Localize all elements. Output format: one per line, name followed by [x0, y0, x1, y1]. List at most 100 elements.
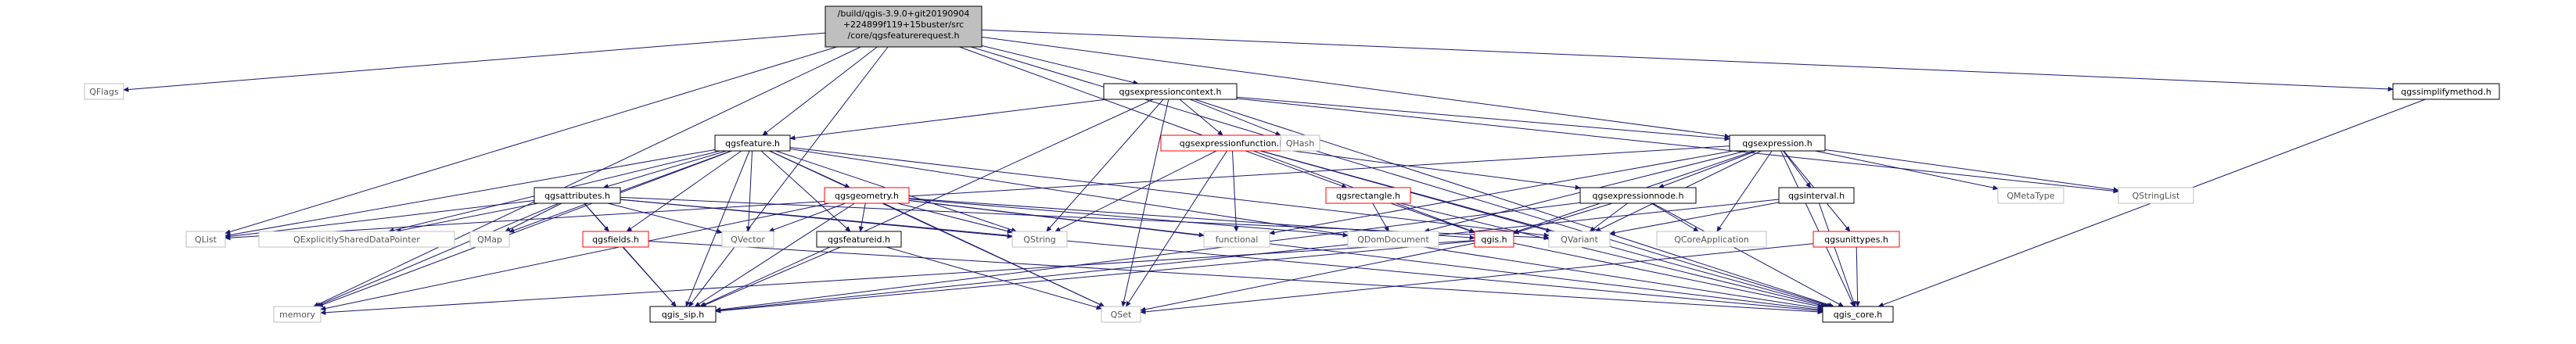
node-QExplicitlySharedDataPointer[interactable]: QExplicitlySharedDataPointer	[258, 231, 455, 248]
node-QVariant[interactable]: QVariant	[1548, 231, 1611, 248]
node-QCoreApplication[interactable]: QCoreApplication	[1656, 231, 1767, 248]
node-qgssimplifymethod[interactable]: qgssimplifymethod.h	[2392, 83, 2500, 100]
node-box	[1347, 231, 1439, 248]
node-QSet[interactable]: QSet	[1101, 306, 1141, 323]
node-label: QStringList	[2132, 191, 2180, 201]
node-label: QDomDocument	[1357, 235, 1429, 245]
node-label: qgsexpressioncontext.h	[1119, 87, 1222, 97]
node-label: QFlags	[89, 87, 119, 97]
node-QList[interactable]: QList	[185, 231, 226, 248]
edge-qgsexpressioncontext-to-qgsexpression	[1236, 96, 1730, 139]
edge-qgsfeature-to-QVector	[748, 150, 753, 231]
node-qgsfeature[interactable]: qgsfeature.h	[714, 134, 791, 152]
node-label: memory	[279, 310, 315, 320]
edge-root-to-qgssimplifymethod	[981, 29, 2393, 89]
node-qgsexpression[interactable]: qgsexpression.h	[1729, 134, 1826, 152]
edge-qgsexpressionfunction-to-qgsexpressionnode	[1292, 150, 1580, 188]
edge-qgsexpression-to-functional	[1270, 150, 1734, 234]
edge-qgsgeometry-to-QVector	[769, 202, 846, 231]
edge-qgsgeometry-to-qgis_core	[908, 199, 1823, 310]
node-QHash[interactable]: QHash	[1280, 134, 1320, 152]
edge-qgsinterval-to-QVariant	[1610, 202, 1780, 234]
node-label: QMap	[477, 235, 502, 245]
edge-qgsattributes-to-qgis_core	[620, 199, 1823, 311]
node-box	[1280, 134, 1320, 152]
node-qgsexpressioncontext[interactable]: qgsexpressioncontext.h	[1103, 83, 1238, 100]
edge-root-to-QList	[225, 46, 837, 233]
edge-root-to-qgsexpression	[981, 36, 1730, 137]
edge-qgsexpressionnode-to-qgis_sip	[716, 202, 1581, 310]
node-qgis[interactable]: qgis.h	[1474, 231, 1514, 248]
node-box	[1203, 231, 1270, 248]
edge-qgsexpression-to-QStringList	[1824, 149, 2118, 190]
node-label: qgis_sip.h	[662, 310, 705, 320]
node-label: qgsfeature.h	[725, 138, 780, 149]
node-label: qgssimplifymethod.h	[2401, 87, 2491, 97]
node-qgsrectangle[interactable]: qgsrectangle.h	[1325, 187, 1411, 204]
node-box	[1729, 134, 1826, 152]
node-QStringList[interactable]: QStringList	[2118, 187, 2194, 204]
node-QFlags[interactable]: QFlags	[84, 83, 124, 100]
node-box	[2392, 83, 2500, 100]
node-box	[1822, 306, 1894, 323]
node-label: qgsexpressionfunction.h	[1180, 138, 1284, 149]
node-QMap[interactable]: QMap	[469, 231, 510, 248]
node-label: QMetaType	[2007, 191, 2054, 201]
node-box	[1325, 187, 1411, 204]
node-box	[825, 5, 983, 48]
edge-qgsfeature-to-qgsattributes	[603, 150, 727, 188]
node-QString[interactable]: QString	[1011, 231, 1068, 248]
node-label: QList	[195, 235, 217, 245]
node-qgsinterval[interactable]: qgsinterval.h	[1778, 187, 1855, 204]
node-qgsgeometry[interactable]: qgsgeometry.h	[824, 187, 910, 204]
edge-qgsgeometry-to-qgis_sip	[695, 202, 855, 306]
node-QVector[interactable]: QVector	[721, 231, 774, 248]
node-qgsexpressionnode[interactable]: qgsexpressionnode.h	[1579, 187, 1697, 204]
node-memory[interactable]: memory	[273, 306, 322, 323]
node-qgsexpressionfunction[interactable]: qgsexpressionfunction.h	[1160, 134, 1304, 152]
node-label: qgis_core.h	[1834, 310, 1883, 320]
node-box	[1101, 306, 1141, 323]
node-box	[534, 187, 621, 204]
edge-qgsexpressioncontext-to-qgis_core	[1194, 99, 1834, 306]
edge-qgsattributes-to-memory	[316, 202, 559, 306]
node-qgsfields[interactable]: qgsfields.h	[582, 231, 649, 248]
edge-qgsrectangle-to-qgis	[1390, 202, 1475, 232]
edge-qgsfeature-to-QList	[225, 149, 716, 235]
node-box	[185, 231, 226, 248]
node-box	[1997, 187, 2064, 204]
node-QMetaType[interactable]: QMetaType	[1997, 187, 2064, 204]
node-box	[1656, 231, 1767, 248]
node-label: QSet	[1111, 310, 1132, 320]
node-label: QVector	[731, 235, 765, 245]
edge-root-to-QFlags	[124, 32, 826, 90]
node-label: /build/qgis-3.9.0+git20190904+224899f119…	[838, 9, 970, 41]
edge-qgsfeature-to-qgsfeatureid	[760, 150, 850, 231]
edge-qgsexpression-to-qgsinterval	[1783, 150, 1810, 188]
node-label: qgsgeometry.h	[835, 191, 899, 201]
node-functional[interactable]: functional	[1203, 231, 1270, 248]
edge-qgsgeometry-to-memory	[321, 202, 830, 310]
edge-qgsexpressionnode-to-qgis	[1514, 202, 1613, 233]
node-box	[1548, 231, 1611, 248]
edge-qgsfeature-to-qgsfields	[627, 150, 742, 231]
edge-qgsgeometry-to-QDomDocument	[908, 198, 1348, 235]
node-qgis_core[interactable]: qgis_core.h	[1822, 306, 1894, 323]
edge-qgsattributes-to-QMap	[505, 202, 562, 232]
node-label: functional	[1216, 235, 1259, 245]
edge-qgsexpression-to-qgsexpressionnode	[1659, 150, 1757, 188]
edge-qgsrectangle-to-qgis_core	[1400, 202, 1826, 306]
node-box	[649, 306, 717, 323]
node-box	[816, 231, 902, 248]
node-qgsfeatureid[interactable]: qgsfeatureid.h	[816, 231, 902, 248]
edge-qgis-to-qgis_sip	[716, 240, 1475, 311]
edge-root-to-qgsfeature	[763, 46, 878, 135]
node-qgsunittypes[interactable]: qgsunittypes.h	[1813, 231, 1900, 248]
graph-edges	[124, 29, 2426, 313]
node-qgis_sip[interactable]: qgis_sip.h	[649, 306, 717, 323]
edge-qgsexpression-to-qgis_core	[1780, 150, 1855, 306]
node-label: qgis.h	[1481, 235, 1507, 245]
node-root[interactable]: /build/qgis-3.9.0+git20190904+224899f119…	[825, 5, 983, 48]
node-QDomDocument[interactable]: QDomDocument	[1347, 231, 1439, 248]
node-qgsattributes[interactable]: qgsattributes.h	[534, 187, 621, 204]
